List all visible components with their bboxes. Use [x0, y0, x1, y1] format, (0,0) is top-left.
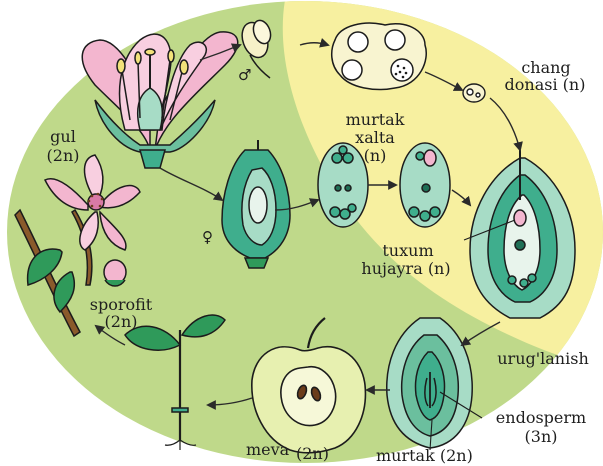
label-meva-ploidy: (2n): [296, 445, 329, 462]
label-uruglanish: urug'lanish: [488, 350, 598, 367]
label-murtak-xalta-1: murtak: [340, 111, 410, 128]
label-meva: meva: [246, 441, 289, 458]
label-sporofit-1: sporofit: [76, 296, 166, 313]
label-endosperm-1: endosperm: [486, 409, 596, 426]
label-tuxum-2: hujayra (n): [346, 260, 466, 277]
female-symbol: ♀: [202, 228, 213, 246]
label-murtak-xalta-2: xalta: [340, 129, 410, 146]
label-murtak-xalta-3: (n): [340, 147, 410, 164]
label-endosperm-2: (3n): [486, 428, 596, 445]
male-symbol: ♂: [238, 66, 251, 84]
label-gul-ploidy: (2n): [38, 147, 88, 164]
label-chang-line1: chang: [496, 59, 596, 76]
label-sporofit-2: (2n): [76, 313, 166, 330]
label-murtak-embryo: murtak (2n): [376, 447, 473, 464]
label-gul: gul: [38, 128, 88, 145]
label-chang-line2: donasi (n): [490, 76, 600, 93]
pollen-sac: [332, 23, 427, 89]
pollen-grain: [463, 84, 485, 102]
label-tuxum-1: tuxum: [358, 242, 458, 259]
